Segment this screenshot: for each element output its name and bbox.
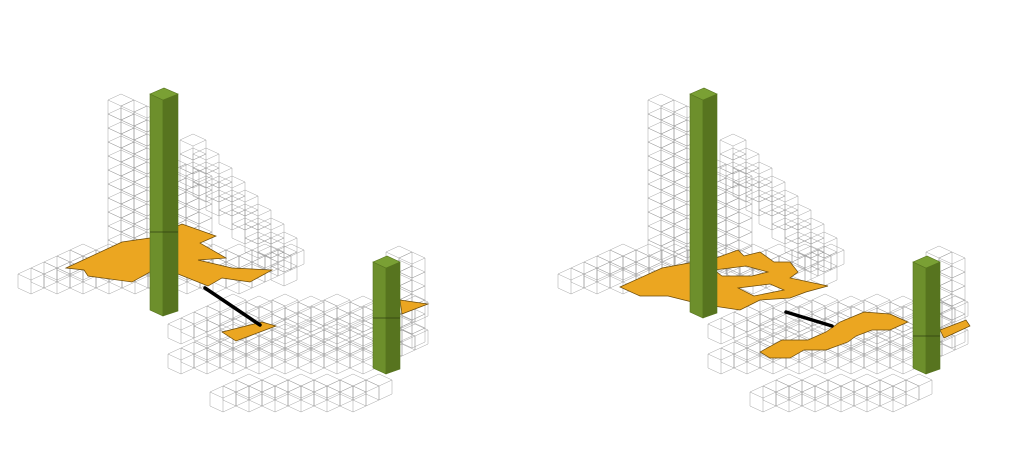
- column-tall-right: [689, 87, 718, 319]
- floor-plate-right: [619, 249, 829, 311]
- wireframe-grid-left: [17, 93, 429, 413]
- floor-ledge-left: [399, 299, 430, 315]
- voxel-cell: [879, 385, 907, 413]
- panel-right: [557, 87, 971, 413]
- floor-plate-lower-right: [759, 311, 909, 359]
- floor-ledge-right: [939, 319, 971, 339]
- voxel-cell: [339, 385, 367, 413]
- voxel-cell: [270, 259, 298, 287]
- wireframe-grid-right: [557, 93, 969, 413]
- floor-slab-lower-left: [221, 321, 278, 342]
- connector-line-right: [784, 310, 834, 328]
- column-short-right: [912, 255, 941, 375]
- column-tall-left: [149, 87, 179, 317]
- column-short-left: [372, 255, 401, 375]
- connector-line-left: [203, 286, 262, 327]
- panel-left: [17, 87, 430, 413]
